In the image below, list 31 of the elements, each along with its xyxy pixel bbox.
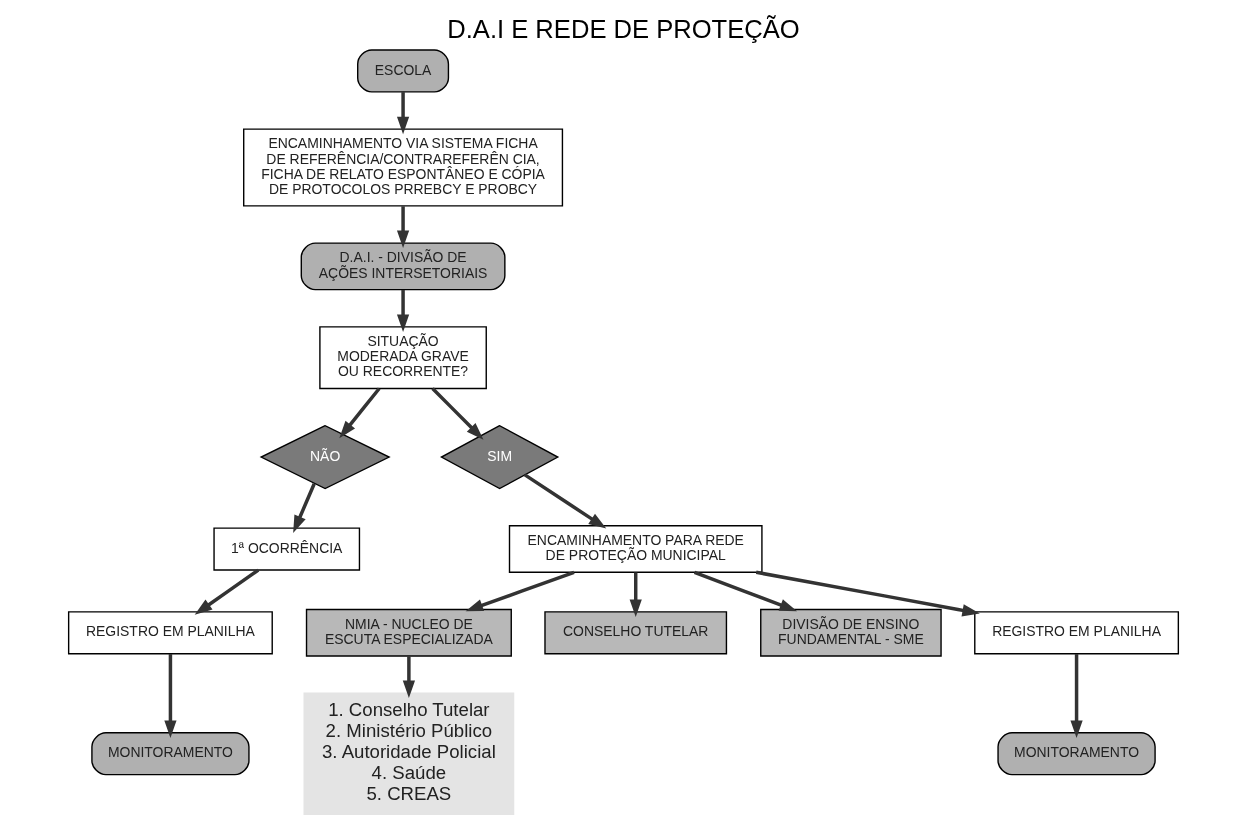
- arrow: [164, 654, 177, 739]
- arrow: [339, 387, 381, 439]
- arrow: [396, 92, 410, 135]
- node-box: REGISTRO EM PLANILHA: [974, 611, 1180, 655]
- node-box: ENCAMINHAMENTO VIA SISTEMA FICHA DE REFERÊNCIA/CONTRAREFERÊN CIA, FICHA DE RELATO ESPONTÂNEO E CÓPIA DE PROTOCOLOS PRREBCY E PROBCY: [243, 128, 564, 207]
- diagram-title: D.A.I E REDE DE PROTEÇÃO: [447, 14, 800, 43]
- node-box: SITUAÇÃO MODERADA GRAVE OU RECORRENTE?: [319, 326, 487, 390]
- arrow: [693, 570, 798, 612]
- arrow: [396, 206, 410, 248]
- node-box: D.A.I. - DIVISÃO DE AÇÕES INTERSETORIAIS: [300, 242, 506, 291]
- arrow: [465, 570, 575, 612]
- arrow: [293, 483, 316, 533]
- arrow: [755, 570, 980, 617]
- node-box: DIVISÃO DE ENSINO FUNDAMENTAL - SME: [760, 608, 942, 657]
- arrow: [431, 387, 484, 440]
- node-box: ESCOLA: [357, 49, 450, 93]
- node-box: NMIA - NUCLEO DE ESCUTA ESPECIALIZADA: [305, 608, 512, 657]
- node-box: ENCAMINHAMENTO PARA REDE DE PROTEÇÃO MUNICIPAL: [508, 525, 763, 573]
- node-diamond: NÃO: [259, 424, 391, 490]
- arrow: [396, 289, 410, 332]
- arrow: [194, 568, 260, 615]
- node-box: 1ª OCORRÊNCIA: [213, 527, 361, 571]
- node-box: REGISTRO EM PLANILHA: [67, 611, 273, 655]
- node-box: MONITORAMENTO: [997, 732, 1156, 776]
- arrow: [1070, 654, 1083, 739]
- arrow: [402, 656, 415, 699]
- arrow: [629, 572, 642, 617]
- arrow: [523, 473, 607, 529]
- node-box: CONSELHO TUTELAR: [544, 611, 728, 655]
- node-box: 1. Conselho Tutelar 2. Ministério Público 3. Autoridade Policial 4. Saúde 5. CREAS: [303, 692, 515, 815]
- node-box: MONITORAMENTO: [91, 732, 250, 776]
